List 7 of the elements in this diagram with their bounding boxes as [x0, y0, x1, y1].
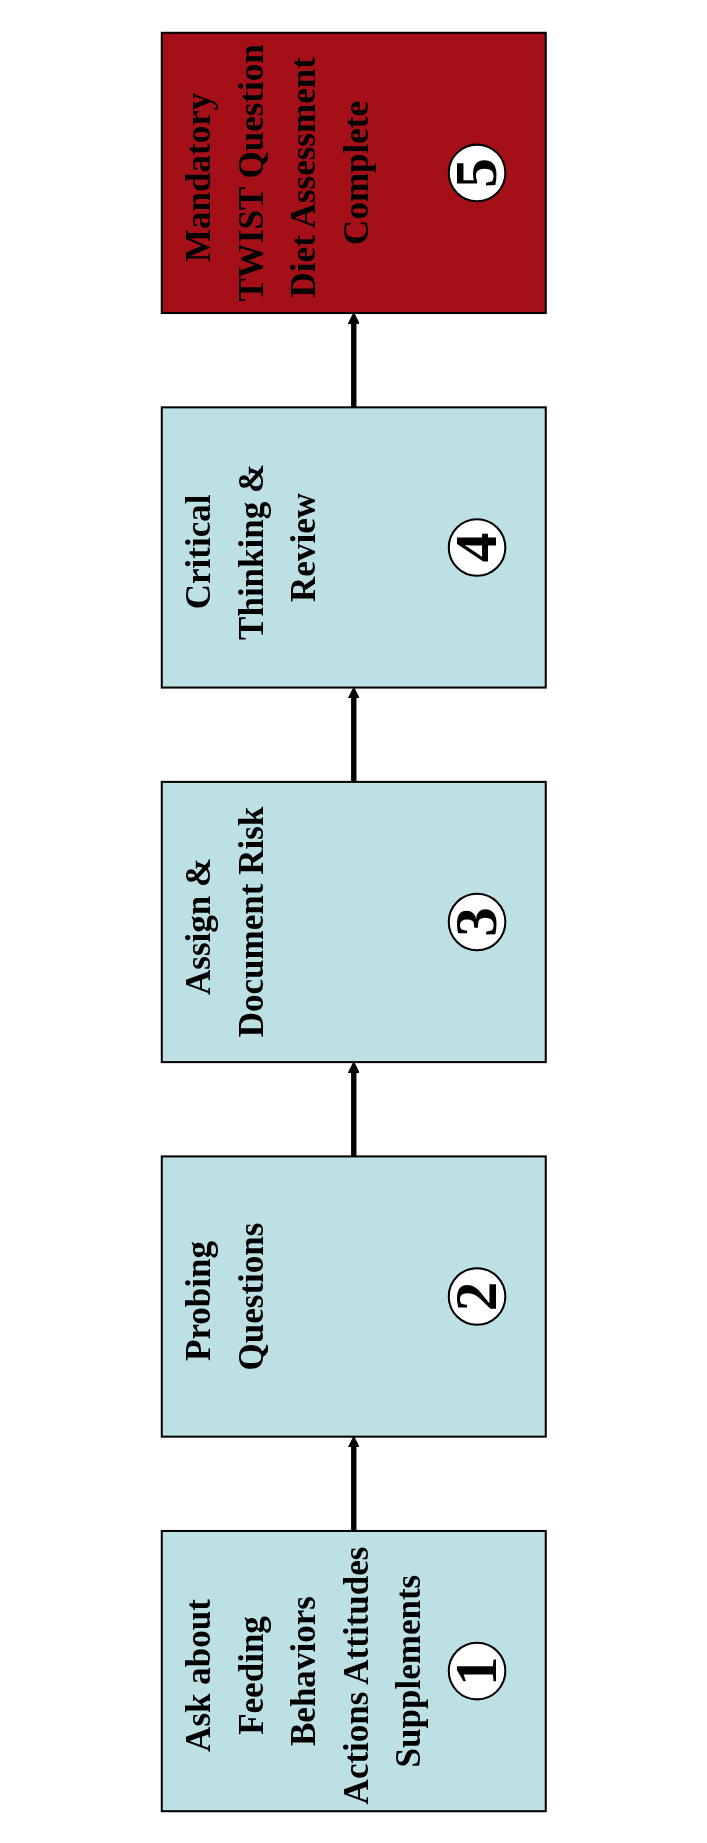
node-circle: 2 — [447, 1266, 507, 1326]
node-circle: 1 — [447, 1641, 507, 1700]
node-circle: 5 — [447, 143, 507, 202]
arrow — [347, 1061, 360, 1156]
node-circle: 3 — [447, 892, 507, 951]
arrow — [347, 312, 360, 407]
node-circle: 4 — [447, 517, 507, 577]
